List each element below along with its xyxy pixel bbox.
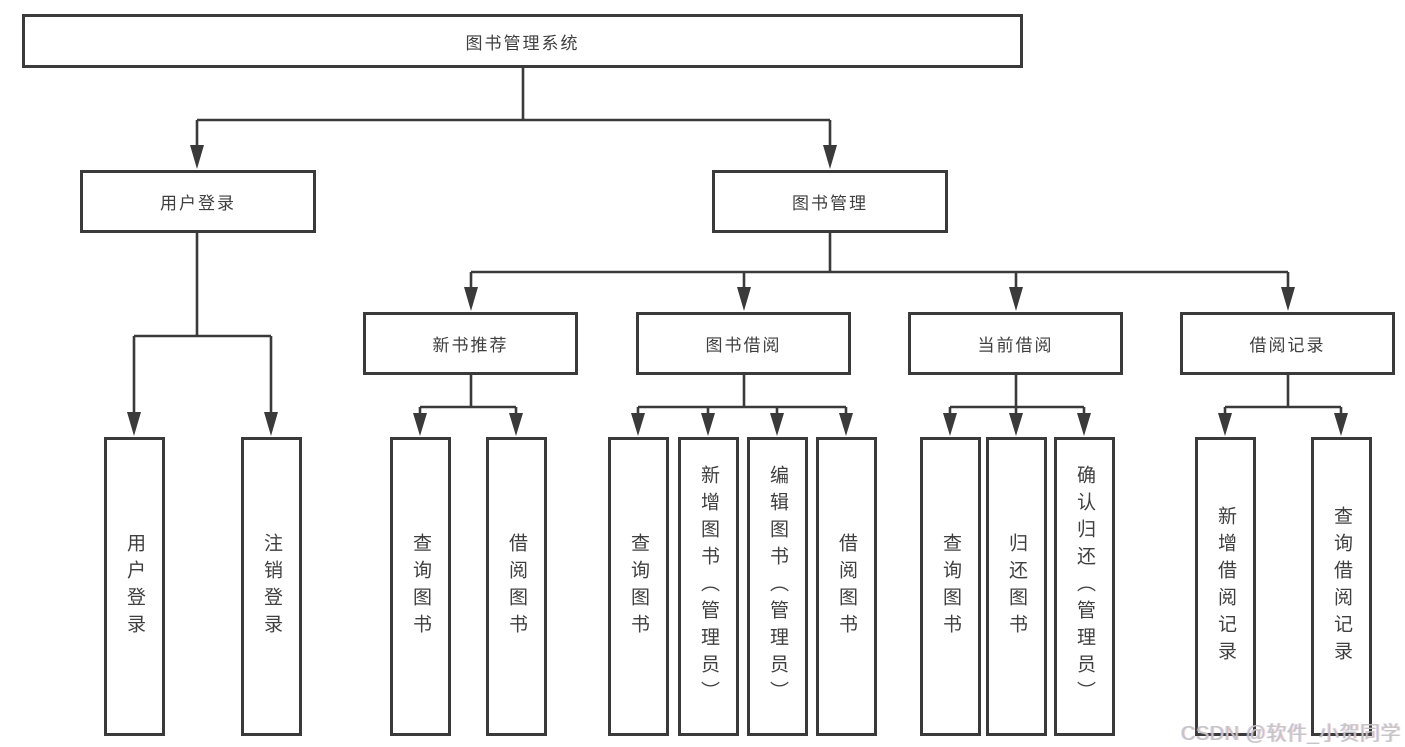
leaf-confirm-return-admin: 确认归还（管理员）: [1054, 437, 1115, 736]
leaf-query-books-3: 查询图书: [920, 437, 981, 736]
watermark: CSDN @软件_小贺同学: [1181, 723, 1402, 745]
leaf-add-books-admin: 新增图书（管理员）: [678, 437, 739, 736]
node-book-borrow: 图书借阅: [636, 312, 851, 375]
node-borrow-records: 借阅记录: [1180, 312, 1395, 375]
node-book-management: 图书管理: [712, 170, 948, 233]
leaf-query-books-1: 查询图书: [390, 437, 451, 736]
connector-borrow-records-children: [1223, 375, 1343, 415]
leaf-logout: 注销登录: [241, 437, 302, 736]
node-current-borrow: 当前借阅: [908, 312, 1123, 375]
leaf-add-borrow-record: 新增借阅记录: [1195, 437, 1256, 736]
leaf-user-login: 用户登录: [104, 437, 165, 736]
connector-book-borrow-children: [636, 375, 848, 415]
leaf-edit-books-admin: 编辑图书（管理员）: [747, 437, 808, 736]
connector-new-books-children: [418, 375, 518, 415]
connector-book-mgmt-children: [469, 233, 1290, 289]
connector-root-to-level1: [195, 67, 832, 147]
leaf-borrow-books-1: 借阅图书: [486, 437, 547, 736]
leaf-query-books-2: 查询图书: [608, 437, 669, 736]
leaf-borrow-books-2: 借阅图书: [816, 437, 877, 736]
node-root-system: 图书管理系统: [22, 14, 1023, 68]
connector-user-login-children: [132, 233, 273, 414]
node-new-book-recommend: 新书推荐: [363, 312, 578, 375]
leaf-return-books: 归还图书: [986, 437, 1047, 736]
leaf-query-borrow-record: 查询借阅记录: [1311, 437, 1372, 736]
node-user-login: 用户登录: [80, 170, 316, 233]
connector-current-borrow-children: [948, 375, 1086, 415]
